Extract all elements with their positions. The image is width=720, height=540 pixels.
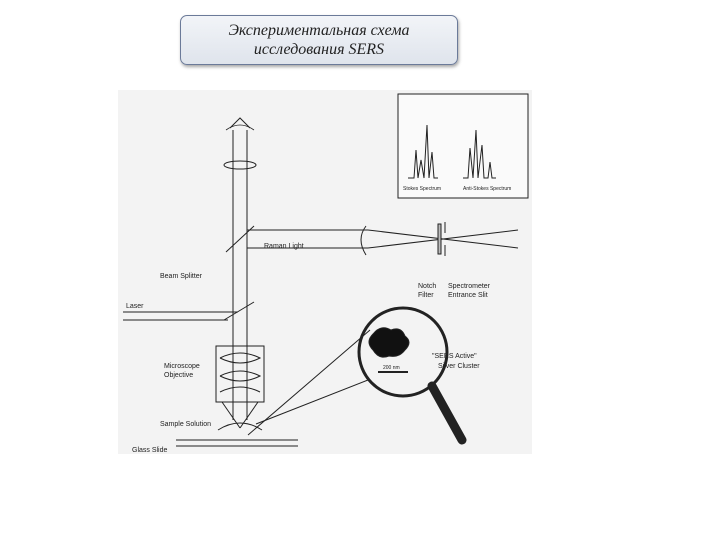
notch-filter bbox=[437, 223, 442, 255]
label-spectrometer: Spectrometer bbox=[448, 283, 491, 290]
spectrum-panel bbox=[397, 93, 529, 199]
magnifier-handle bbox=[427, 381, 467, 445]
title-line-1: Экспериментальная схема bbox=[228, 22, 410, 39]
label-objective: Objective bbox=[164, 372, 193, 379]
label-anti-stokes-spectrum: Anti-Stokes Spectrum bbox=[463, 186, 511, 192]
label-entrance-slit: Entrance Slit bbox=[448, 292, 488, 299]
label-scale-bar: 200 nm bbox=[383, 365, 400, 371]
label-raman-light: Raman Light bbox=[264, 243, 304, 250]
title-line-2: исследования SERS bbox=[253, 41, 385, 58]
eye-icon bbox=[229, 117, 251, 129]
label-glass-slide: Glass Slide bbox=[132, 447, 168, 454]
eyepiece-lens bbox=[223, 160, 257, 170]
stokes-spectrum-curve bbox=[408, 124, 438, 179]
lower-beam-splitter bbox=[223, 301, 255, 321]
label-sample-solution: Sample Solution bbox=[160, 421, 211, 428]
silver-cluster-icon bbox=[368, 327, 410, 358]
anti-stokes-spectrum-curve bbox=[463, 129, 496, 179]
magnifier-lens bbox=[357, 306, 449, 398]
objective-box bbox=[215, 345, 265, 403]
label-beam-splitter: Beam Splitter bbox=[160, 273, 203, 280]
label-silver-cluster: Silver Cluster bbox=[438, 363, 480, 370]
label-filter: Filter bbox=[418, 292, 434, 299]
diagram-svg: Raman Light Beam Splitter Laser Microsco… bbox=[123, 93, 529, 454]
sample-drop bbox=[217, 422, 263, 431]
sers-setup-diagram: Raman Light Beam Splitter Laser Microsco… bbox=[118, 90, 532, 454]
label-laser: Laser bbox=[126, 303, 144, 310]
label-microscope: Microscope bbox=[164, 363, 200, 370]
label-notch: Notch bbox=[418, 283, 436, 290]
label-sers-active: "SERS Active" bbox=[432, 353, 477, 360]
label-stokes-spectrum: Stokes Spectrum bbox=[403, 186, 441, 192]
collection-lens bbox=[360, 225, 367, 256]
title-box: Экспериментальная схема исследования SER… bbox=[180, 15, 458, 65]
